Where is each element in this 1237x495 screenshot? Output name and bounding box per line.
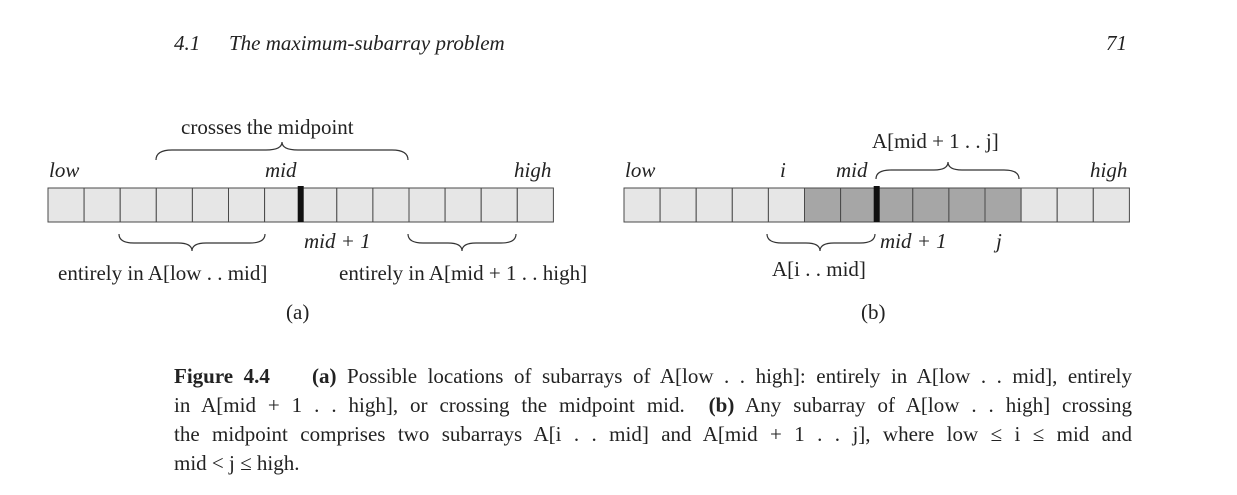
- panel-b: low i mid high A[mid + 1 . . j] mid + 1 …: [623, 129, 1130, 324]
- array-cell-b-3: [695, 187, 733, 223]
- array-cells-b: [623, 187, 1130, 223]
- caption-text-2c: Any subarray of A[low . . high] crossing: [745, 393, 1133, 417]
- array-cell-b-10: [948, 187, 986, 223]
- array-cell-b-4: [731, 187, 769, 223]
- label-crosses-midpoint: crosses the midpoint: [181, 115, 354, 139]
- array-cells-a: [47, 187, 554, 223]
- caption-text-1: Possible locations of subarrays of A[low…: [347, 364, 1132, 388]
- array-cell-a-7: [264, 187, 302, 223]
- brace-right-a: [407, 233, 517, 252]
- array-cell-b-9: [912, 187, 950, 223]
- array-cell-a-9: [336, 187, 374, 223]
- label-entirely-right: entirely in A[mid + 1 . . high]: [339, 261, 587, 285]
- array-cell-a-4: [155, 187, 193, 223]
- section-number: 4.1: [174, 31, 201, 55]
- brace-left-a: [118, 233, 266, 252]
- panel-a: low mid high mid + 1 crosses the midpoin…: [47, 115, 587, 324]
- label-right-subarray: A[mid + 1 . . j]: [872, 129, 999, 153]
- array-cell-a-6: [228, 187, 266, 223]
- subfigure-label-a: (a): [286, 300, 309, 324]
- running-title: The maximum-subarray problem: [229, 31, 505, 55]
- array-cell-a-3: [119, 187, 157, 223]
- caption-line-1: Figure 4.4 (a) Possible locations of sub…: [174, 362, 1132, 391]
- array-cell-b-12: [1020, 187, 1058, 223]
- caption-line-3: the midpoint comprises two subarrays A[i…: [174, 422, 1132, 446]
- label-high-a: high: [514, 158, 551, 182]
- array-cell-b-6: [804, 187, 842, 223]
- brace-right-subarray: [875, 161, 1020, 180]
- page-number: 71: [1106, 31, 1127, 55]
- label-entirely-left: entirely in A[low . . mid]: [58, 261, 267, 285]
- figure-4-4: low mid high mid + 1 crosses the midpoin…: [47, 115, 1130, 324]
- caption-text-2a: in A[mid + 1 . . high], or crossing the …: [174, 393, 685, 417]
- array-cell-a-5: [191, 187, 229, 223]
- array-cell-b-8: [876, 187, 914, 223]
- label-j-b: j: [993, 229, 1002, 253]
- label-mid-a: mid: [265, 158, 297, 182]
- array-cell-b-5: [767, 187, 806, 223]
- caption-tag-b: (b): [708, 393, 735, 417]
- midpoint-divider-a: [297, 186, 304, 222]
- figure-caption: Figure 4.4 (a) Possible locations of sub…: [174, 362, 1132, 478]
- array-cell-a-10: [372, 187, 410, 223]
- label-mid-plus-1-a: mid + 1: [304, 229, 371, 253]
- array-cell-b-2: [659, 187, 697, 223]
- array-cell-b-1: [623, 187, 661, 223]
- array-cell-a-8: [300, 187, 338, 223]
- array-cell-a-2: [83, 187, 121, 223]
- label-mid-plus-1-b: mid + 1: [880, 229, 947, 253]
- label-mid-b: mid: [836, 158, 868, 182]
- array-cell-a-13: [480, 187, 518, 223]
- array-cell-b-13: [1056, 187, 1094, 223]
- caption-line-2: in A[mid + 1 . . high], or crossing the …: [174, 391, 1132, 420]
- array-cell-a-14: [516, 187, 554, 223]
- array-cell-b-11: [984, 187, 1022, 223]
- array-cell-a-1: [47, 187, 85, 223]
- brace-left-subarray: [766, 233, 876, 252]
- subfigure-label-b: (b): [861, 300, 886, 324]
- array-cell-b-7: [840, 187, 878, 223]
- label-high-b: high: [1090, 158, 1127, 182]
- label-low-a: low: [49, 158, 79, 182]
- array-cell-a-11: [408, 187, 446, 223]
- caption-tag-a: (a): [312, 364, 337, 388]
- array-cell-b-14: [1092, 187, 1130, 223]
- midpoint-divider-b: [873, 186, 880, 222]
- label-i-b: i: [780, 158, 786, 182]
- caption-line-4: mid < j ≤ high.: [174, 451, 300, 475]
- brace-crosses-midpoint: [155, 141, 409, 161]
- caption-figure-label: Figure 4.4: [174, 364, 270, 388]
- label-low-b: low: [625, 158, 655, 182]
- array-cell-a-12: [444, 187, 482, 223]
- label-left-subarray: A[i . . mid]: [772, 257, 866, 281]
